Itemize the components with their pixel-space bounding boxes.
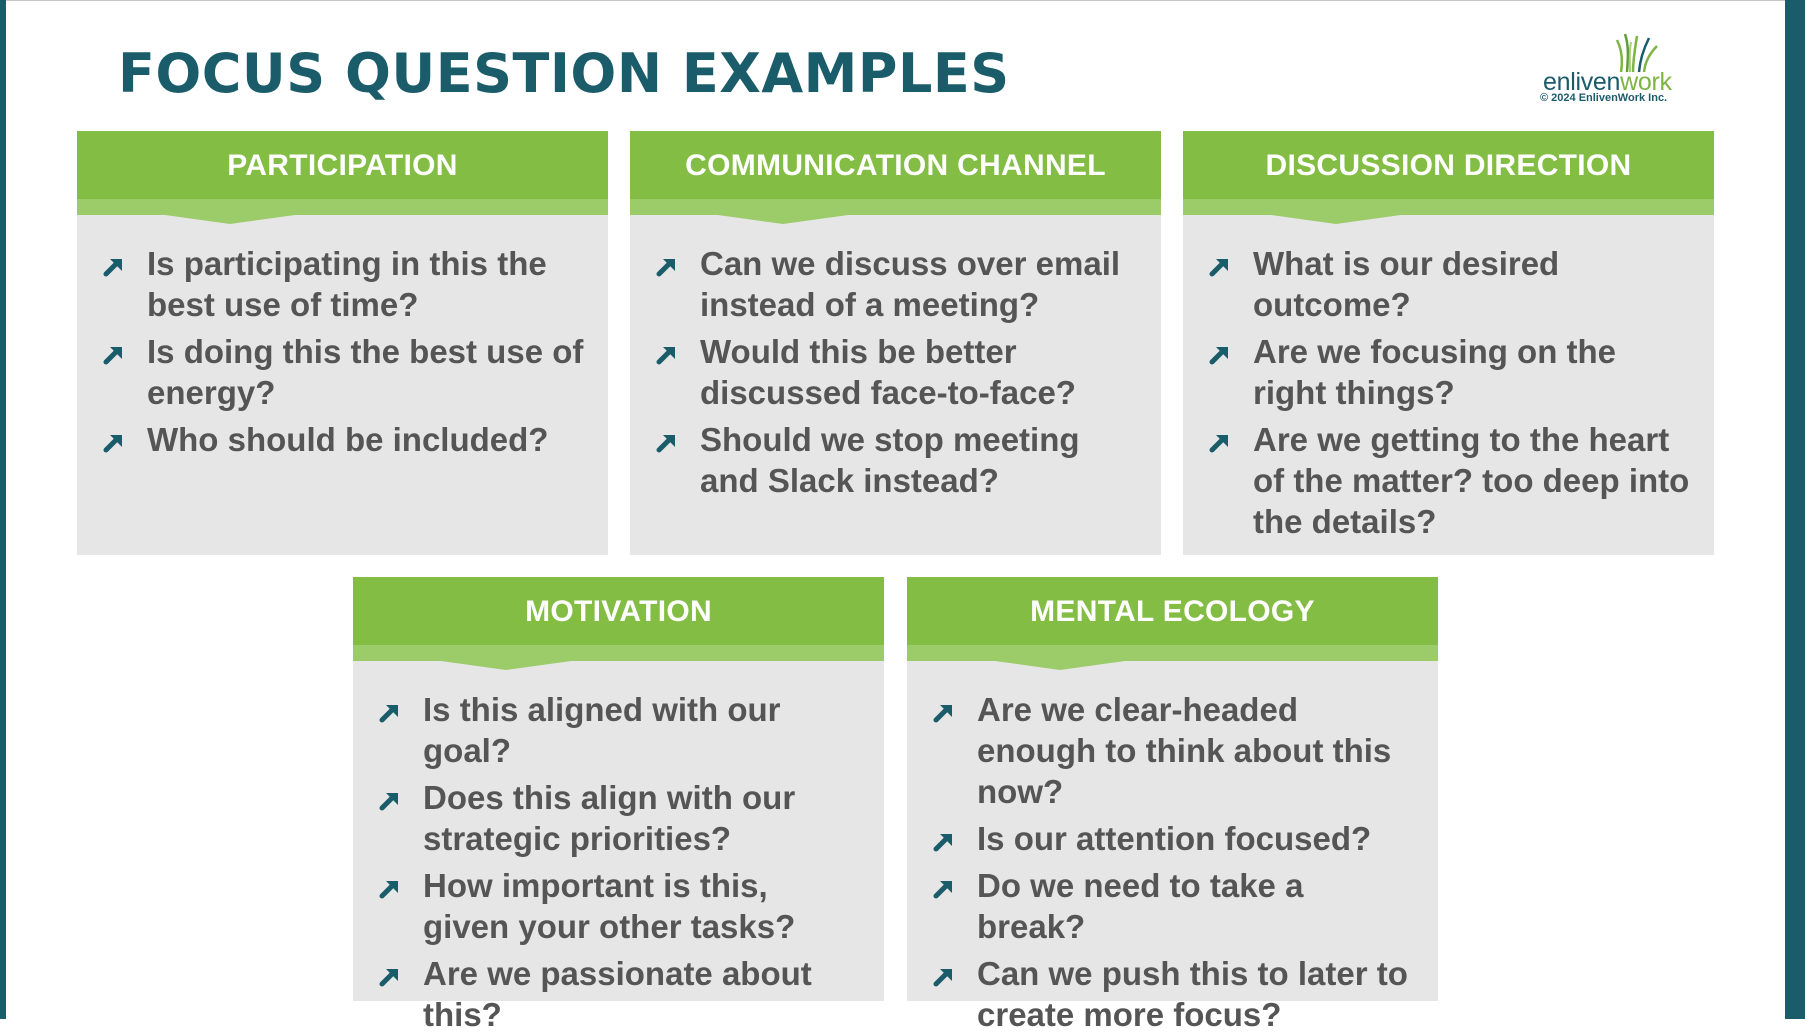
- card-header: DISCUSSION DIRECTION: [1183, 131, 1714, 224]
- question-text: Can we push this to later to create more…: [977, 955, 1408, 1033]
- arrow-up-right-icon: [1209, 259, 1228, 277]
- list-item: Do we need to take a break?: [933, 865, 1416, 947]
- arrow-up-right-icon: [379, 705, 398, 723]
- right-accent-bar: [1785, 0, 1805, 1019]
- arrow-up-right-icon: [933, 834, 952, 852]
- card-participation: PARTICIPATION Is participating in this t…: [77, 131, 608, 555]
- question-text: What is our desired outcome?: [1253, 245, 1560, 323]
- question-text: Is our attention focused?: [977, 820, 1372, 857]
- list-item: Would this be better discussed face-to-f…: [656, 331, 1139, 413]
- list-item: Is participating in this the best use of…: [103, 243, 586, 325]
- card-mental-ecology: MENTAL ECOLOGY Are we clear-headed enoug…: [907, 577, 1438, 1033]
- card-header: PARTICIPATION: [77, 131, 608, 224]
- logo-word-enliven: enliven: [1543, 68, 1621, 96]
- left-accent-bar: [0, 0, 6, 1019]
- arrow-up-right-icon: [933, 881, 952, 899]
- arrow-up-right-icon: [656, 347, 675, 365]
- question-list: Is this aligned with our goal? Does this…: [353, 661, 884, 1035]
- list-item: Who should be included?: [103, 419, 586, 460]
- question-text: Are we focusing on the right things?: [1253, 333, 1617, 411]
- question-text: Who should be included?: [147, 421, 549, 458]
- question-text: How important is this, given your other …: [423, 867, 796, 945]
- arrow-up-right-icon: [103, 259, 122, 277]
- arrow-up-right-icon: [379, 881, 398, 899]
- question-text: Do we need to take a break?: [977, 867, 1304, 945]
- card-title: DISCUSSION DIRECTION: [1265, 149, 1632, 182]
- list-item: Are we passionate about this?: [379, 953, 862, 1035]
- arrow-up-right-icon: [1209, 347, 1228, 365]
- list-item: Should we stop meeting and Slack instead…: [656, 419, 1139, 501]
- list-item: Can we push this to later to create more…: [933, 953, 1416, 1035]
- list-item: Are we clear-headed enough to think abou…: [933, 689, 1416, 812]
- card-title: COMMUNICATION CHANNEL: [685, 149, 1106, 182]
- question-text: Are we getting to the heart of the matte…: [1253, 421, 1690, 540]
- list-item: What is our desired outcome?: [1209, 243, 1692, 325]
- question-list: Can we discuss over email instead of a m…: [630, 215, 1161, 501]
- list-item: Is doing this the best use of energy?: [103, 331, 586, 413]
- list-item: Does this align with our strategic prior…: [379, 777, 862, 859]
- arrow-up-right-icon: [379, 969, 398, 987]
- question-text: Are we clear-headed enough to think abou…: [977, 691, 1392, 810]
- arrow-up-right-icon: [656, 259, 675, 277]
- card-communication-channel: COMMUNICATION CHANNEL Can we discuss ove…: [630, 131, 1161, 555]
- enlivenwork-logo: enlivenwork © 2024 EnlivenWork Inc.: [1535, 32, 1675, 106]
- list-item: Is this aligned with our goal?: [379, 689, 862, 771]
- arrow-up-right-icon: [103, 435, 122, 453]
- question-text: Are we passionate about this?: [423, 955, 812, 1033]
- page-title: FOCUS QUESTION EXAMPLES: [118, 42, 1010, 105]
- question-text: Can we discuss over email instead of a m…: [700, 245, 1121, 323]
- question-text: Would this be better discussed face-to-f…: [700, 333, 1076, 411]
- top-border: [0, 0, 1805, 1]
- question-text: Does this align with our strategic prior…: [423, 779, 796, 857]
- question-text: Should we stop meeting and Slack instead…: [700, 421, 1080, 499]
- card-title: MENTAL ECOLOGY: [1030, 595, 1315, 628]
- list-item: Can we discuss over email instead of a m…: [656, 243, 1139, 325]
- question-list: Are we clear-headed enough to think abou…: [907, 661, 1438, 1035]
- card-discussion-direction: DISCUSSION DIRECTION What is our desired…: [1183, 131, 1714, 555]
- question-text: Is this aligned with our goal?: [423, 691, 781, 769]
- card-motivation: MOTIVATION Is this aligned with our goal…: [353, 577, 884, 1033]
- card-header: MOTIVATION: [353, 577, 884, 670]
- grass-logo-icon: [1615, 33, 1658, 72]
- card-header: MENTAL ECOLOGY: [907, 577, 1438, 670]
- logo-wordmark: enlivenwork: [1543, 68, 1672, 97]
- list-item: Are we focusing on the right things?: [1209, 331, 1692, 413]
- list-item: Are we getting to the heart of the matte…: [1209, 419, 1692, 542]
- arrow-up-right-icon: [103, 347, 122, 365]
- logo-word-work: work: [1620, 68, 1672, 96]
- arrow-up-right-icon: [379, 793, 398, 811]
- question-text: Is doing this the best use of energy?: [147, 333, 584, 411]
- card-title: PARTICIPATION: [227, 149, 458, 182]
- question-text: Is participating in this the best use of…: [147, 245, 547, 323]
- logo-copyright: © 2024 EnlivenWork Inc.: [1540, 92, 1668, 104]
- list-item: How important is this, given your other …: [379, 865, 862, 947]
- arrow-up-right-icon: [933, 969, 952, 987]
- arrow-up-right-icon: [1209, 435, 1228, 453]
- arrow-up-right-icon: [656, 435, 675, 453]
- question-list: Is participating in this the best use of…: [77, 215, 608, 460]
- arrow-up-right-icon: [933, 705, 952, 723]
- list-item: Is our attention focused?: [933, 818, 1416, 859]
- question-list: What is our desired outcome? Are we focu…: [1183, 215, 1714, 542]
- card-header: COMMUNICATION CHANNEL: [630, 131, 1161, 224]
- card-title: MOTIVATION: [525, 595, 712, 628]
